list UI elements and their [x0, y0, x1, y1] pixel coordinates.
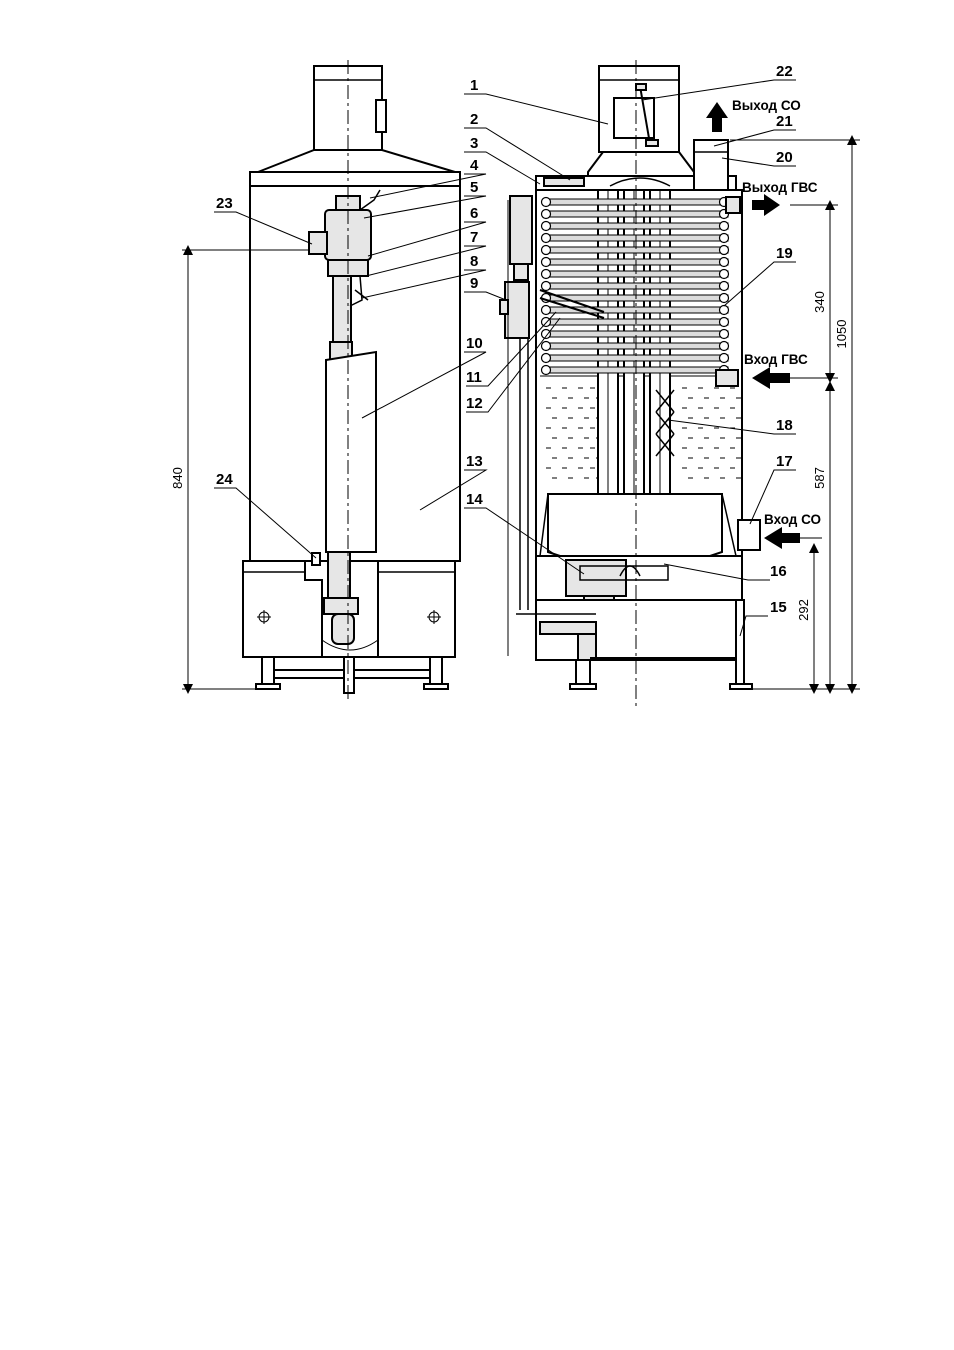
section-view	[500, 60, 760, 708]
coil-end	[542, 306, 551, 315]
coil-end	[542, 270, 551, 279]
coil-end	[542, 198, 551, 207]
dim-840: 840	[170, 467, 185, 489]
top-rim-front	[250, 172, 460, 186]
coil-end	[720, 294, 729, 303]
callout-12: 12	[466, 395, 483, 412]
callout-23: 23	[216, 195, 233, 212]
coil-end	[720, 234, 729, 243]
observation-port	[312, 553, 320, 565]
draft-hood-front	[258, 150, 455, 172]
coil-turn	[548, 355, 728, 361]
callout-24: 24	[216, 471, 233, 488]
coil-end	[720, 270, 729, 279]
co-inlet-arrow	[764, 527, 800, 549]
coil-turn	[548, 283, 728, 289]
thermostat-unit	[510, 196, 532, 264]
callout-15: 15	[770, 599, 787, 616]
callout-10: 10	[466, 335, 483, 352]
callout-19: 19	[776, 245, 793, 262]
coil-end	[720, 342, 729, 351]
callout-6: 6	[470, 205, 478, 222]
co-outlet-arrow	[706, 102, 728, 132]
coil-turn	[548, 295, 728, 301]
callout-9: 9	[470, 275, 478, 292]
dim-292: 292	[796, 599, 811, 621]
coil-turn	[548, 319, 728, 325]
coil-end	[720, 282, 729, 291]
gas-inlet-fitting	[309, 232, 327, 254]
callout-13: 13	[466, 453, 483, 470]
coil-turn	[548, 271, 728, 277]
coil-turn	[548, 367, 728, 373]
coil-turn	[548, 343, 728, 349]
dim-1050: 1050	[834, 320, 849, 349]
coil-end	[542, 222, 551, 231]
coil-end	[542, 234, 551, 243]
callout-4: 4	[470, 157, 479, 174]
coil-end	[720, 330, 729, 339]
coil-turn	[548, 199, 728, 205]
gvs-inlet-arrow	[752, 367, 790, 389]
coil-end	[720, 318, 729, 327]
coil-end	[720, 306, 729, 315]
label-gvs-out: Выход ГВС	[742, 180, 818, 195]
callout-1: 1	[470, 77, 478, 94]
gvs-outlet-arrow	[752, 194, 780, 216]
callout-7: 7	[470, 229, 478, 246]
coil-end	[720, 354, 729, 363]
coil-turn	[548, 223, 728, 229]
callout-17: 17	[776, 453, 793, 470]
callout-5: 5	[470, 179, 478, 196]
callout-21: 21	[776, 113, 793, 130]
coil-end	[542, 246, 551, 255]
dim-340: 340	[812, 291, 827, 313]
callout-14: 14	[466, 491, 483, 508]
callout-2: 2	[470, 111, 478, 128]
coil-end	[542, 282, 551, 291]
front-view	[243, 60, 460, 700]
coil-end	[542, 210, 551, 219]
coil-turn	[548, 247, 728, 253]
combustion-chamber	[548, 494, 722, 556]
coil-turn	[548, 259, 728, 265]
coil-end	[542, 354, 551, 363]
co-outlet-pipe	[694, 140, 728, 190]
coil-turn	[548, 235, 728, 241]
coil-end	[542, 366, 551, 375]
coil-end	[542, 258, 551, 267]
callout-8: 8	[470, 253, 478, 270]
coil-end	[720, 246, 729, 255]
coil-end	[720, 222, 729, 231]
coil-turn	[548, 211, 728, 217]
callout-18: 18	[776, 417, 793, 434]
callout-16: 16	[770, 563, 787, 580]
callout-3: 3	[470, 135, 478, 152]
coil-end	[720, 258, 729, 267]
callout-22: 22	[776, 63, 793, 80]
label-co-in: Вход СО	[764, 512, 821, 527]
burner-cover-plate	[326, 352, 376, 552]
coil-end	[542, 342, 551, 351]
callout-11: 11	[466, 369, 482, 386]
co-inlet-pipe	[738, 520, 760, 550]
coil-end	[542, 330, 551, 339]
dim-587: 587	[812, 467, 827, 489]
coil-turn	[548, 331, 728, 337]
label-co-out: Выход СО	[732, 98, 801, 113]
label-gvs-in: Вход ГВС	[744, 352, 808, 367]
callout-20: 20	[776, 149, 793, 166]
